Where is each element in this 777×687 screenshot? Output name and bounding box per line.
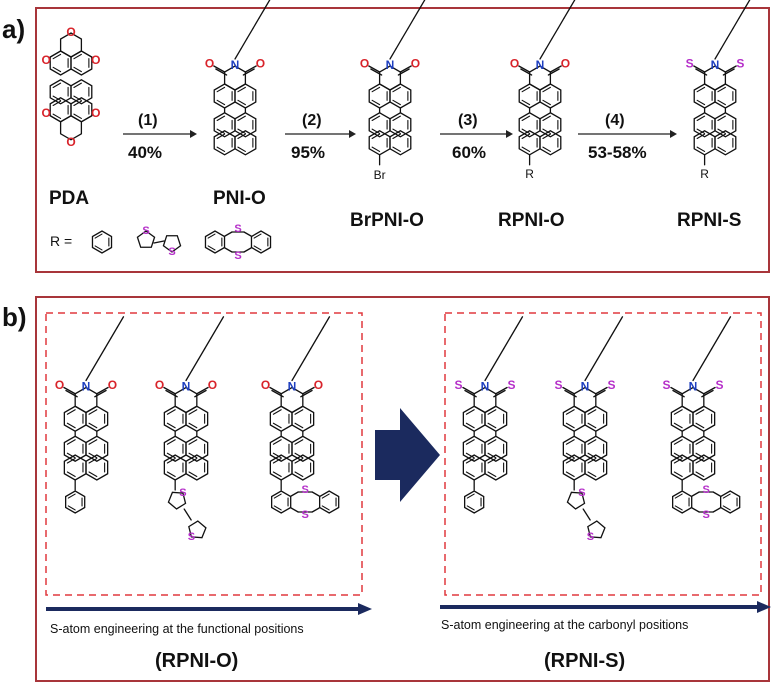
- left-caption-arrow: [46, 603, 372, 615]
- reaction-arrow-4: [578, 130, 677, 138]
- molecule-rpni-o: N O O R: [510, 0, 576, 181]
- svg-text:R: R: [700, 167, 709, 181]
- svg-text:O: O: [55, 378, 64, 392]
- svg-text:S: S: [663, 378, 671, 392]
- molecule-b-bithiophene-s: N S S S S: [555, 316, 624, 543]
- svg-text:O: O: [66, 25, 75, 39]
- molecule-b-thianthrene-s: N S S S S: [663, 316, 741, 521]
- svg-text:S: S: [686, 57, 694, 71]
- panel-b-frame: [35, 296, 770, 682]
- svg-text:O: O: [261, 378, 270, 392]
- molecule-b-bithiophene-o: N O O S S: [155, 316, 225, 543]
- svg-text:R: R: [525, 167, 534, 181]
- r-equals-label: R =: [50, 233, 72, 249]
- compound-name-rpni-s: RPNI-S: [677, 210, 741, 231]
- svg-text:S: S: [302, 484, 309, 496]
- step-1-label: (1): [138, 112, 158, 129]
- svg-text:O: O: [208, 378, 217, 392]
- right-caption: S-atom engineering at the carbonyl posit…: [441, 618, 688, 632]
- transform-arrow-icon: [375, 408, 440, 502]
- svg-text:N: N: [231, 58, 240, 72]
- step-2-yield: 95%: [291, 143, 325, 162]
- svg-text:N: N: [386, 58, 395, 72]
- left-dashed-box: [45, 312, 363, 596]
- svg-text:S: S: [736, 57, 744, 71]
- svg-text:O: O: [256, 57, 265, 71]
- svg-text:O: O: [108, 378, 117, 392]
- compound-name-pda: PDA: [49, 188, 89, 209]
- svg-text:O: O: [91, 53, 100, 67]
- panel-a-tag: a): [2, 14, 25, 44]
- step-3-yield: 60%: [452, 143, 486, 162]
- svg-text:Br: Br: [374, 168, 386, 182]
- right-dashed-box: [444, 312, 762, 596]
- svg-text:N: N: [481, 380, 490, 394]
- svg-text:O: O: [66, 135, 75, 149]
- right-group-label: (RPNI-S): [544, 650, 625, 672]
- svg-text:N: N: [689, 380, 698, 394]
- svg-text:N: N: [536, 58, 545, 72]
- svg-text:S: S: [455, 378, 463, 392]
- compound-name-rpni-o: RPNI-O: [498, 210, 565, 231]
- svg-text:O: O: [42, 106, 51, 120]
- molecule-b-thianthrene-o: N O O S S: [261, 316, 340, 521]
- molecule-pda: O O O O O O: [42, 25, 101, 149]
- left-group-label: (RPNI-O): [155, 650, 238, 672]
- svg-text:S: S: [507, 378, 515, 392]
- svg-text:N: N: [581, 380, 590, 394]
- left-caption: S-atom engineering at the functional pos…: [50, 622, 304, 636]
- step-3-label: (3): [458, 112, 478, 129]
- svg-text:S: S: [179, 487, 186, 499]
- reaction-arrow-1: [123, 130, 197, 138]
- r-substituents: S S S S: [91, 223, 272, 262]
- molecule-brpni-o: N O O Br: [360, 0, 426, 182]
- step-4-label: (4): [605, 112, 625, 129]
- svg-text:S: S: [302, 509, 309, 521]
- panel-b-tag: b): [2, 302, 27, 332]
- svg-text:S: S: [234, 223, 241, 235]
- svg-text:O: O: [411, 57, 420, 71]
- svg-text:O: O: [360, 57, 369, 71]
- svg-text:N: N: [288, 380, 297, 394]
- svg-text:O: O: [42, 53, 51, 67]
- reaction-arrow-2: [285, 130, 356, 138]
- svg-text:O: O: [314, 378, 323, 392]
- svg-text:S: S: [555, 378, 563, 392]
- svg-text:S: S: [715, 378, 723, 392]
- step-2-label: (2): [302, 112, 322, 129]
- svg-text:O: O: [205, 57, 214, 71]
- svg-text:O: O: [561, 57, 570, 71]
- svg-text:O: O: [91, 106, 100, 120]
- svg-text:S: S: [234, 250, 241, 262]
- svg-text:N: N: [711, 58, 720, 72]
- right-caption-arrow: [440, 601, 771, 613]
- step-1-yield: 40%: [128, 143, 162, 162]
- svg-text:O: O: [155, 378, 164, 392]
- compound-name-pni-o: PNI-O: [213, 188, 266, 209]
- svg-text:S: S: [188, 531, 195, 543]
- svg-text:S: S: [142, 225, 149, 237]
- svg-text:N: N: [82, 380, 91, 394]
- svg-text:S: S: [703, 509, 710, 521]
- svg-text:S: S: [168, 246, 175, 258]
- svg-text:S: S: [703, 484, 710, 496]
- svg-text:O: O: [510, 57, 519, 71]
- svg-text:N: N: [182, 380, 191, 394]
- compound-name-brpni-o: BrPNI-O: [350, 210, 424, 231]
- reaction-arrow-3: [440, 130, 513, 138]
- svg-text:S: S: [578, 487, 585, 499]
- molecule-rpni-s: N S S R: [686, 0, 751, 181]
- svg-text:S: S: [587, 531, 594, 543]
- step-4-yield: 53-58%: [588, 143, 647, 162]
- panel-a-frame: [35, 7, 770, 273]
- svg-text:S: S: [607, 378, 615, 392]
